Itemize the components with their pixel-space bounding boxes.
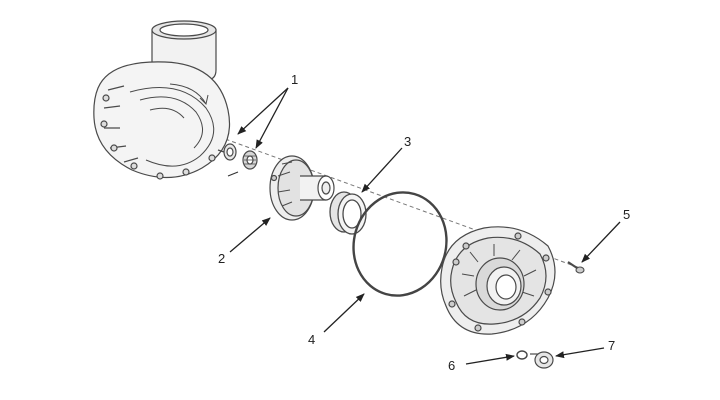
callout-5-label: 5 — [623, 207, 630, 222]
callout-1-arrow-a — [237, 87, 289, 135]
callout-5-arrow — [581, 221, 621, 263]
seal-ring — [217, 143, 237, 161]
callout-2-label: 2 — [218, 251, 225, 266]
seal-spring — [242, 150, 258, 170]
part-2-impeller — [269, 155, 335, 221]
callout-6-arrow — [465, 353, 515, 365]
callout-6-label: 6 — [448, 358, 455, 373]
callout-4-label: 4 — [308, 332, 315, 347]
callout-7-label: 7 — [608, 338, 615, 353]
callout-3-label: 3 — [404, 134, 411, 149]
part-3-wear-ring — [329, 191, 367, 235]
part-6-drain-o-ring — [516, 350, 528, 360]
callout-7-arrow — [555, 347, 605, 359]
callout-arrows — [229, 87, 621, 365]
callout-1-arrow-b — [255, 87, 289, 149]
pump-housing — [93, 20, 231, 180]
pump-cover — [440, 226, 556, 335]
part-5-screw — [567, 261, 585, 274]
callout-2-arrow — [229, 217, 271, 253]
callout-1-label: 1 — [291, 72, 298, 87]
callout-3-arrow — [361, 147, 403, 193]
callout-4-arrow — [323, 293, 365, 333]
part-4-o-ring — [352, 191, 448, 297]
part-7-drain-plug — [530, 351, 554, 369]
part-1-seal-assembly — [217, 143, 258, 177]
